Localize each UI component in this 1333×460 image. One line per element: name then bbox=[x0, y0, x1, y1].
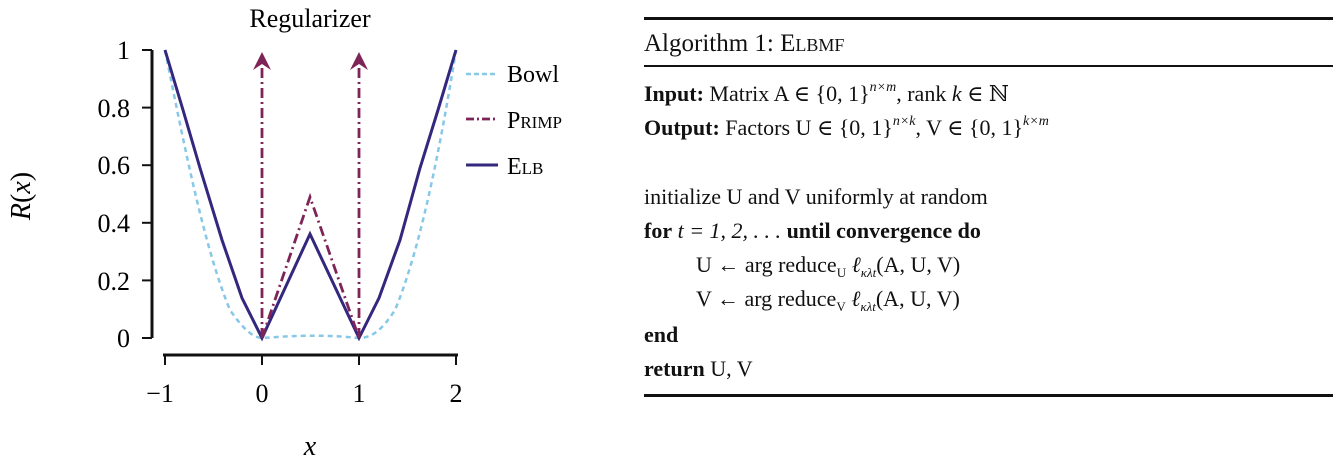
svg-text:1: 1 bbox=[353, 379, 366, 408]
svg-text:0: 0 bbox=[117, 324, 130, 353]
bottom-rule bbox=[644, 394, 1333, 397]
algorithm-box: Algorithm 1: Elbmf Input: Matrix A ∈ {0,… bbox=[644, 0, 1333, 460]
for-line: for t = 1, 2, . . . until convergence do bbox=[644, 218, 981, 243]
input-line: Input: Matrix A ∈ {0, 1}n×m, rank k ∈ ℕ bbox=[644, 80, 1009, 107]
svg-text:Bowl: Bowl bbox=[507, 62, 559, 88]
svg-text:0: 0 bbox=[256, 379, 269, 408]
top-rule bbox=[644, 17, 1333, 20]
u-update-line: U ← arg reduceU ℓκλt(A, U, V) bbox=[696, 252, 961, 280]
svg-text:Primp: Primp bbox=[507, 108, 562, 134]
title-rule bbox=[644, 65, 1333, 67]
svg-text:−1: −1 bbox=[146, 379, 174, 408]
return-line: return U, V bbox=[644, 356, 753, 381]
x-tick-labels: −1 0 1 2 bbox=[146, 379, 462, 408]
elb-curve bbox=[163, 49, 458, 342]
svg-text:0.4: 0.4 bbox=[98, 209, 131, 238]
svg-text:0.8: 0.8 bbox=[98, 94, 131, 123]
v-update-line: V ← arg reduceV ℓκλt(A, U, V) bbox=[696, 286, 960, 314]
svg-text:0.6: 0.6 bbox=[98, 151, 131, 180]
output-line: Output: Factors U ∈ {0, 1}n×k, V ∈ {0, 1… bbox=[644, 114, 1049, 141]
end-line: end bbox=[644, 322, 679, 347]
regularizer-chart: Regularizer 1 0.8 0.6 0.4 0.2 0 −1 0 1 2… bbox=[6, 4, 562, 460]
init-line: initialize U and V uniformly at random bbox=[644, 184, 988, 209]
svg-text:0.2: 0.2 bbox=[98, 267, 131, 296]
chart-title: Regularizer bbox=[249, 4, 371, 33]
svg-text:1: 1 bbox=[117, 36, 130, 65]
y-tick-labels: 1 0.8 0.6 0.4 0.2 0 bbox=[98, 36, 131, 353]
svg-text:2: 2 bbox=[450, 379, 463, 408]
bowl-curve bbox=[163, 49, 458, 340]
svg-text:Elb: Elb bbox=[507, 154, 543, 180]
arrow-up-icon bbox=[253, 52, 271, 70]
x-axis-label: x bbox=[303, 431, 317, 460]
algorithm-title: Algorithm 1: Elbmf bbox=[644, 30, 845, 57]
arrow-up-icon bbox=[350, 52, 368, 70]
primp-curve bbox=[260, 62, 361, 339]
legend: Bowl Primp Elb bbox=[466, 62, 562, 180]
y-axis-label: R(x) bbox=[6, 172, 37, 221]
